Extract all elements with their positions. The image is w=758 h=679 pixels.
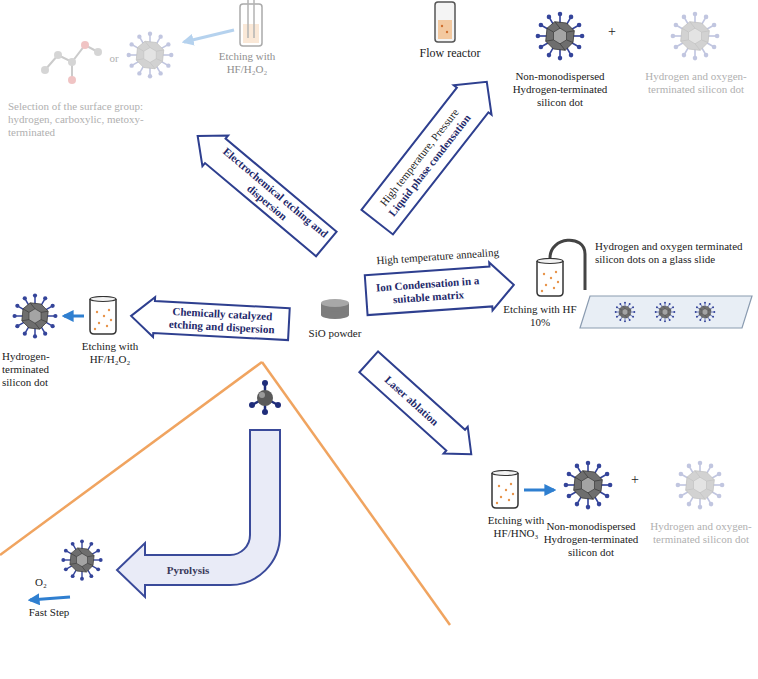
- silicon-dot: [536, 12, 585, 61]
- reagent-label: O₂: [28, 576, 54, 589]
- step-condition: High temperature, Pressure: [376, 104, 464, 211]
- divider-line: [262, 362, 450, 625]
- product-label: Hydrogen and oxygen terminated silicon d…: [595, 240, 750, 266]
- process-arrow: [184, 30, 234, 42]
- flow-reactor: [435, 2, 455, 42]
- block-arrow: High temperature, PressureLiquid phase c…: [357, 66, 507, 239]
- arrow-outline: [130, 296, 290, 344]
- step-name: Ion Condensation in a suitable matrix: [370, 274, 486, 308]
- process-arrow: [64, 315, 84, 318]
- silicon-dot: [615, 302, 636, 323]
- step-name: Liquid phase condensation: [386, 112, 474, 219]
- process-label: Etching with HF/H₂O₂: [76, 340, 144, 366]
- product-label: Hydrogen and oxygen-terminated silicon d…: [648, 520, 754, 546]
- silicon-dot: [61, 539, 102, 580]
- product-label: Hydrogen-terminated silicon dot: [2, 350, 74, 390]
- block-arrow: Laser ablation: [355, 347, 484, 469]
- silicon-dot: [13, 294, 58, 339]
- arrow-outline: [117, 430, 280, 597]
- arrow-outline: [358, 67, 505, 237]
- arrow-outline: [365, 261, 516, 319]
- step-name: Electrochemical etching and dispersion: [212, 145, 331, 251]
- beaker: [90, 297, 116, 335]
- process-label: Etching with HF 10%: [503, 303, 577, 329]
- glass-slide: [580, 296, 752, 328]
- step-name: Laser ablation: [382, 373, 441, 428]
- step-name: Pyrolysis: [167, 564, 210, 577]
- process-arrow: [30, 597, 70, 600]
- beaker: [492, 471, 518, 509]
- silicon-precursor-molecule: [249, 380, 281, 415]
- block-arrow: Chemically catalyzed etching and dispers…: [129, 295, 291, 345]
- equipment-label: Flow reactor: [405, 46, 495, 60]
- beaker: [537, 259, 563, 297]
- step-name: Chemically catalyzed etching and dispers…: [159, 304, 284, 336]
- plus-sign: +: [626, 472, 644, 489]
- plus-sign: +: [603, 24, 621, 41]
- hose: [550, 240, 585, 290]
- arrow-outline: [185, 121, 339, 260]
- process-label: Etching with HF/H₂O₂: [208, 50, 286, 76]
- material-label: SiO powder: [296, 327, 374, 340]
- molecule: [41, 41, 102, 84]
- silicon-dot: [676, 461, 725, 510]
- curved-block-arrow: Pyrolysis: [115, 425, 285, 600]
- silicon-dot: [564, 461, 613, 510]
- connector-word: or: [103, 52, 125, 65]
- sio-powder-icon: [321, 299, 349, 319]
- note-label: Selection of the surface group: hydrogen…: [8, 100, 183, 140]
- block-arrow: Ion Condensation in a suitable matrixHig…: [363, 260, 516, 320]
- divider-line: [0, 362, 262, 555]
- block-arrow: Electrochemical etching and dispersion: [183, 119, 340, 260]
- arrow-outline: [357, 348, 484, 467]
- electrochemical-cell: [240, 0, 262, 46]
- silicon-dot: [671, 12, 720, 61]
- step-label: Fast Step: [14, 606, 84, 619]
- silicon-dot: [127, 32, 174, 79]
- silicon-dot: [655, 302, 676, 323]
- silicon-dot: [695, 302, 716, 323]
- product-label: Non-monodispersed Hydrogen-terminated si…: [538, 520, 644, 560]
- product-label: Non-monodispersed Hydrogen-terminated si…: [505, 70, 615, 110]
- process-arrow: [524, 489, 554, 492]
- process-label: Etching with HF/HNO₃: [478, 514, 554, 540]
- product-label: Hydrogen and oxygen-terminated silicon d…: [640, 70, 752, 96]
